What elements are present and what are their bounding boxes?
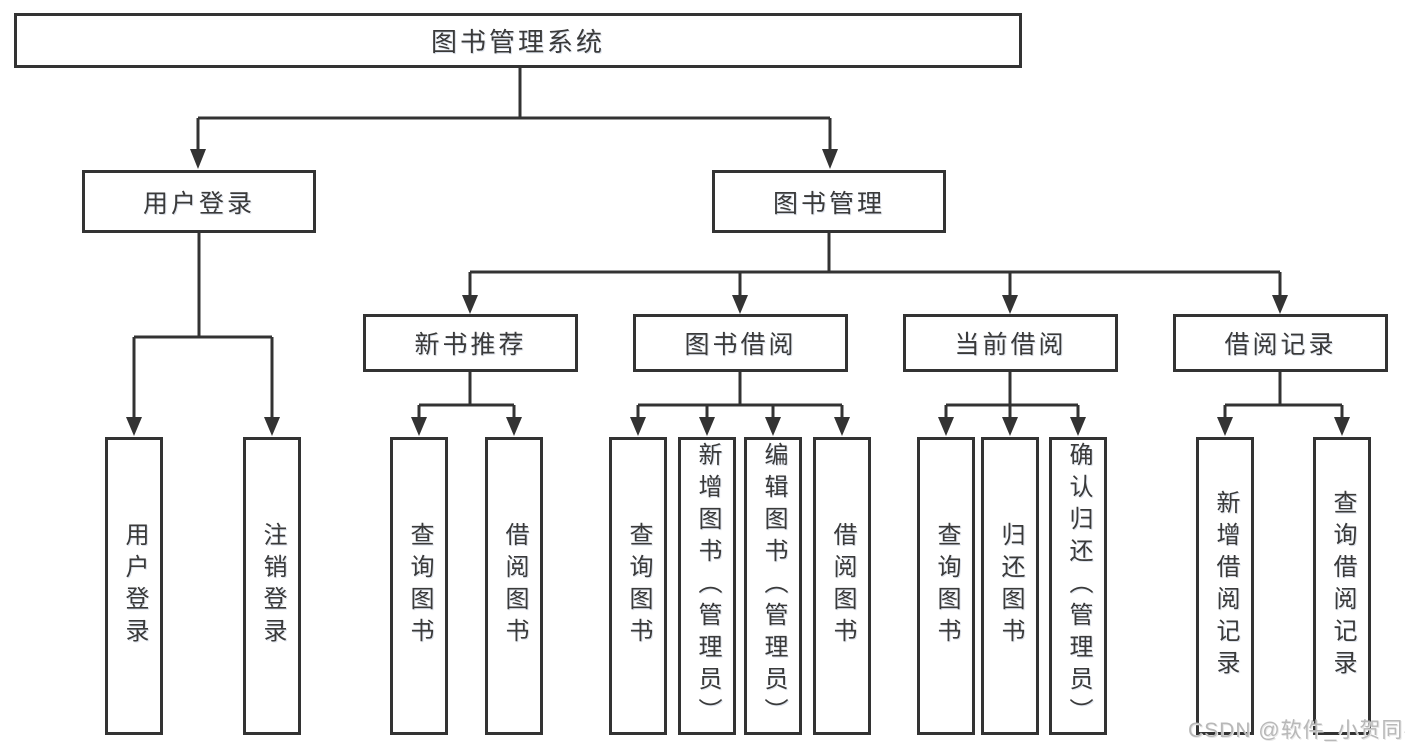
leaf-label: 查询借阅记录 bbox=[1329, 490, 1356, 682]
node-leaf-add-books-admin: 新增图书（管理员） bbox=[678, 437, 736, 735]
node-leaf-confirm-return-admin: 确认归还（管理员） bbox=[1049, 437, 1107, 735]
node-book-management: 图书管理 bbox=[712, 170, 946, 233]
node-leaf-search-borrow-record: 查询借阅记录 bbox=[1313, 437, 1371, 735]
leaf-label: 归还图书 bbox=[997, 522, 1024, 650]
leaf-label: 编辑图书（管理员） bbox=[760, 442, 787, 730]
node-borrowing-records: 借阅记录 bbox=[1173, 314, 1388, 372]
node-library-management-system: 图书管理系统 bbox=[14, 13, 1022, 68]
node-user-login: 用户登录 bbox=[82, 170, 316, 233]
node-leaf-edit-books-admin: 编辑图书（管理员） bbox=[744, 437, 802, 735]
leaf-label: 注销登录 bbox=[259, 522, 286, 650]
arrowhead-icons bbox=[126, 149, 1350, 436]
node-current-borrowing: 当前借阅 bbox=[903, 314, 1118, 372]
leaf-label: 借阅图书 bbox=[829, 522, 856, 650]
node-leaf-borrow-books: 借阅图书 bbox=[813, 437, 871, 735]
node-leaf-add-borrow-record: 新增借阅记录 bbox=[1196, 437, 1254, 735]
node-leaf-search-books-current: 查询图书 bbox=[917, 437, 975, 735]
leaf-label: 查询图书 bbox=[625, 522, 652, 650]
node-leaf-logout: 注销登录 bbox=[243, 437, 301, 735]
node-leaf-user-login: 用户登录 bbox=[105, 437, 163, 735]
leaf-label: 查询图书 bbox=[406, 522, 433, 650]
node-leaf-return-books: 归还图书 bbox=[981, 437, 1039, 735]
leaf-label: 用户登录 bbox=[121, 522, 148, 650]
leaf-label: 查询图书 bbox=[933, 522, 960, 650]
node-book-borrowing: 图书借阅 bbox=[633, 314, 848, 372]
leaf-label: 新增借阅记录 bbox=[1212, 490, 1239, 682]
leaf-label: 新增图书（管理员） bbox=[694, 442, 721, 730]
node-leaf-borrow-books-recommend: 借阅图书 bbox=[485, 437, 543, 735]
node-new-book-recommendation: 新书推荐 bbox=[363, 314, 578, 372]
csdn-watermark: CSDN @软件_小贺同学 bbox=[1188, 719, 1405, 742]
node-leaf-search-books-borrow: 查询图书 bbox=[609, 437, 667, 735]
leaf-label: 确认归还（管理员） bbox=[1065, 442, 1092, 730]
node-leaf-search-books-recommend: 查询图书 bbox=[390, 437, 448, 735]
edge-paths bbox=[132, 68, 1344, 420]
leaf-label: 借阅图书 bbox=[501, 522, 528, 650]
